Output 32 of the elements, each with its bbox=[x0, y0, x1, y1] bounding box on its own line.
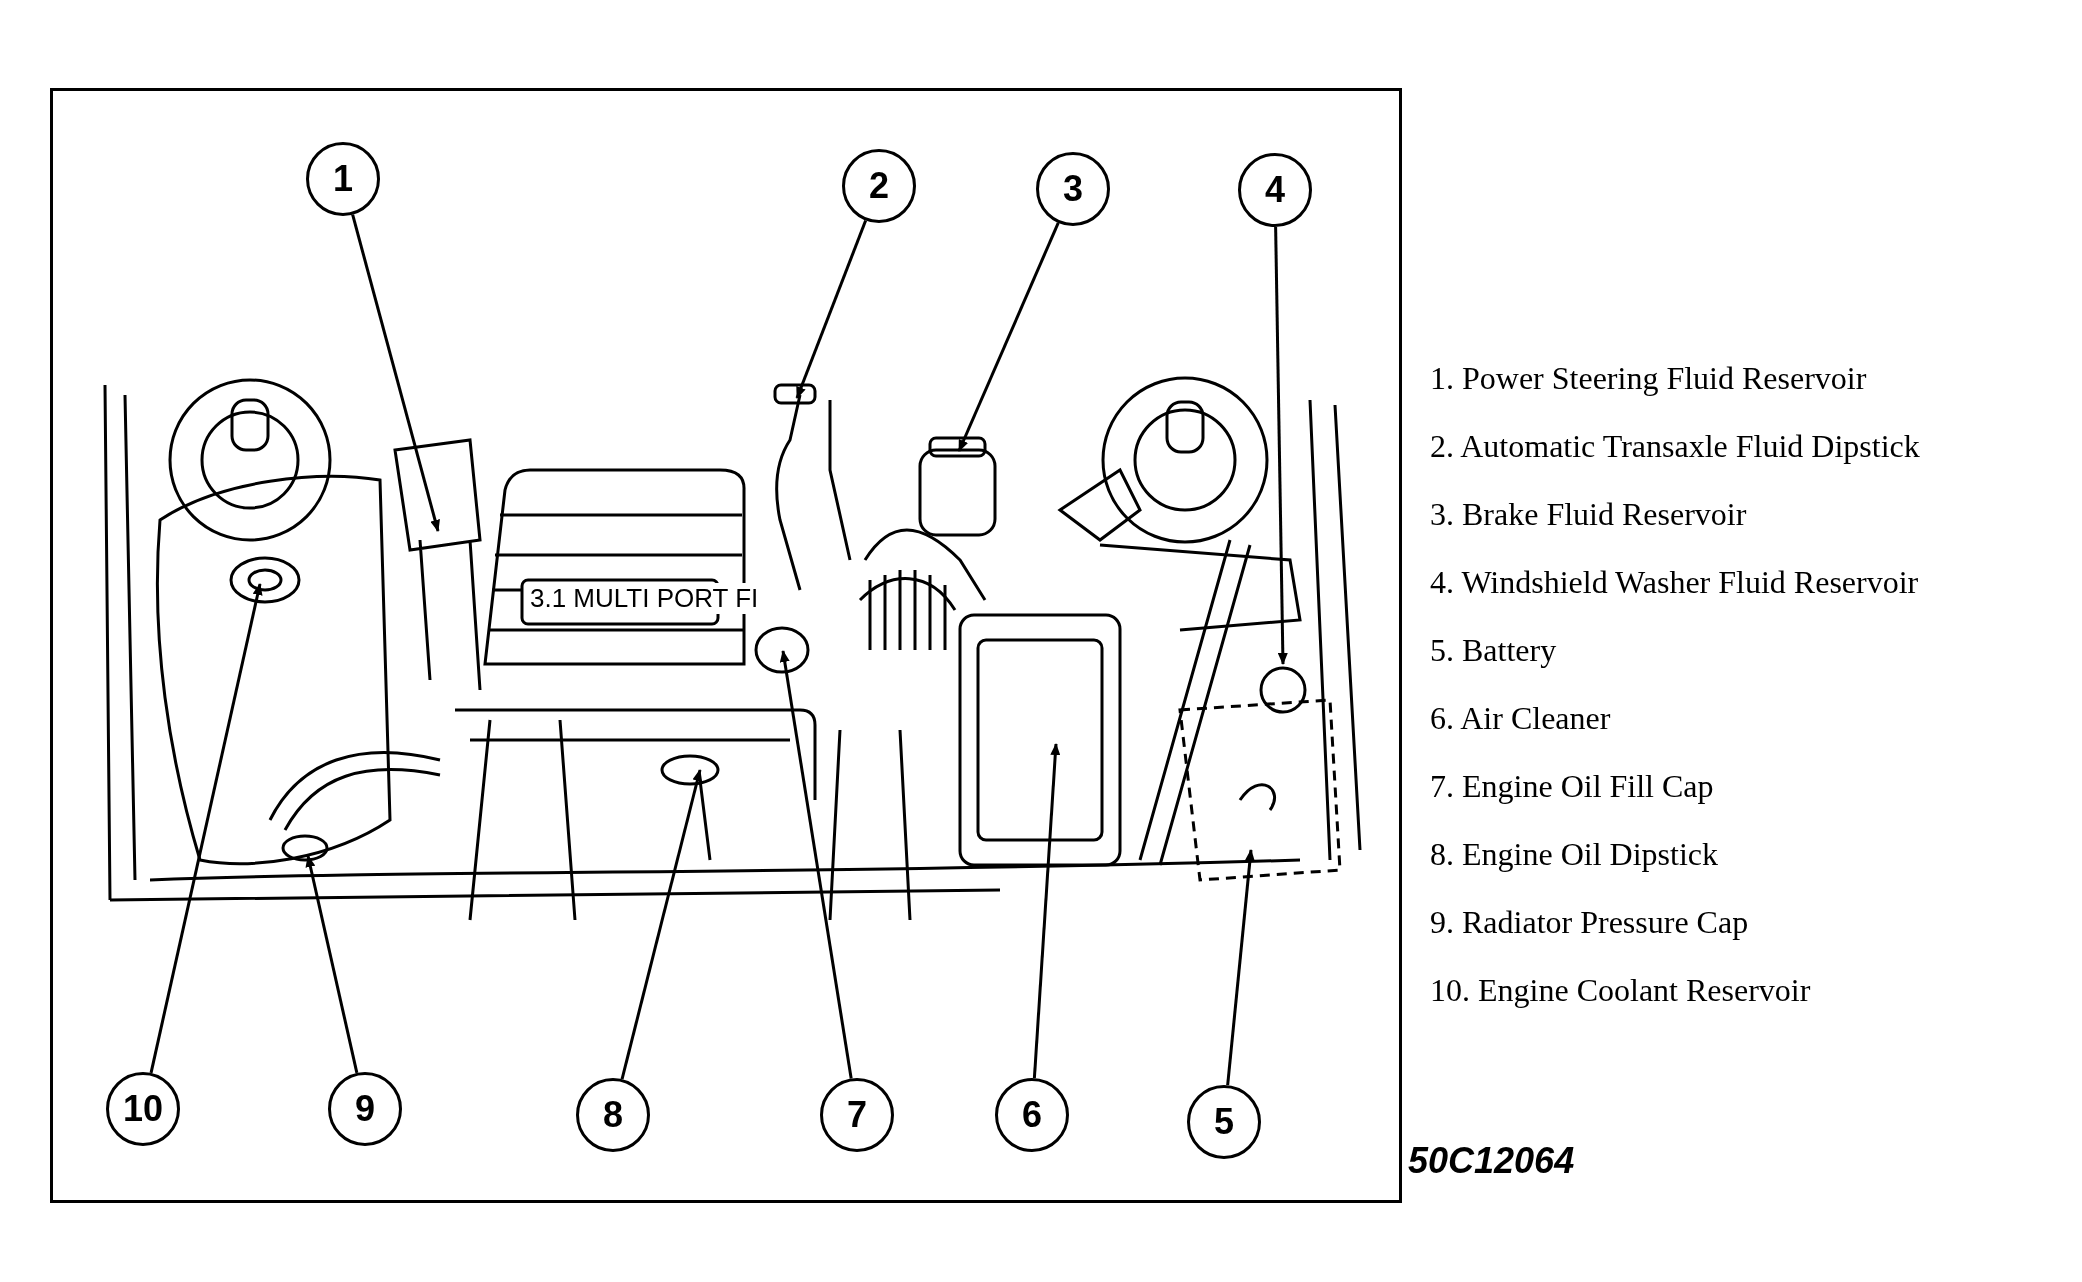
leader-line bbox=[351, 214, 440, 532]
leader-line bbox=[1274, 226, 1288, 665]
part-key-entry: 4. Windshield Washer Fluid Reservoir bbox=[1430, 564, 1919, 601]
leader-line bbox=[779, 650, 853, 1079]
part-key-entry: 2. Automatic Transaxle Fluid Dipstick bbox=[1430, 428, 1920, 465]
leader-line bbox=[1226, 849, 1255, 1086]
leader-line bbox=[305, 855, 359, 1074]
leader-line bbox=[795, 219, 868, 399]
callout-number: 10 bbox=[106, 1072, 180, 1146]
engine-badge-text: 3.1 MULTI PORT FI bbox=[530, 583, 759, 614]
part-key-entry: 6. Air Cleaner bbox=[1430, 700, 1611, 737]
part-key-entry: 1. Power Steering Fluid Reservoir bbox=[1430, 360, 1867, 397]
callout-number: 4 bbox=[1238, 153, 1312, 227]
part-key-entry: 7. Engine Oil Fill Cap bbox=[1430, 768, 1714, 805]
part-key-entry: 10. Engine Coolant Reservoir bbox=[1430, 972, 1811, 1009]
callout-number: 6 bbox=[995, 1078, 1069, 1152]
part-key-entry: 5. Battery bbox=[1430, 632, 1557, 669]
leader-line bbox=[620, 769, 703, 1080]
callout-number: 7 bbox=[820, 1078, 894, 1152]
part-key-entry: 8. Engine Oil Dipstick bbox=[1430, 836, 1718, 873]
leader-line bbox=[1032, 743, 1061, 1079]
callout-number: 2 bbox=[842, 149, 916, 223]
callout-number: 9 bbox=[328, 1072, 402, 1146]
callout-number: 1 bbox=[306, 142, 380, 216]
leader-line bbox=[149, 583, 263, 1074]
callout-number: 5 bbox=[1187, 1085, 1261, 1159]
leader-line bbox=[957, 222, 1060, 452]
figure-code: 50C12064 bbox=[1408, 1140, 1575, 1182]
callout-number: 8 bbox=[576, 1078, 650, 1152]
callout-number: 3 bbox=[1036, 152, 1110, 226]
part-key-entry: 9. Radiator Pressure Cap bbox=[1430, 904, 1749, 941]
part-key-entry: 3. Brake Fluid Reservoir bbox=[1430, 496, 1747, 533]
